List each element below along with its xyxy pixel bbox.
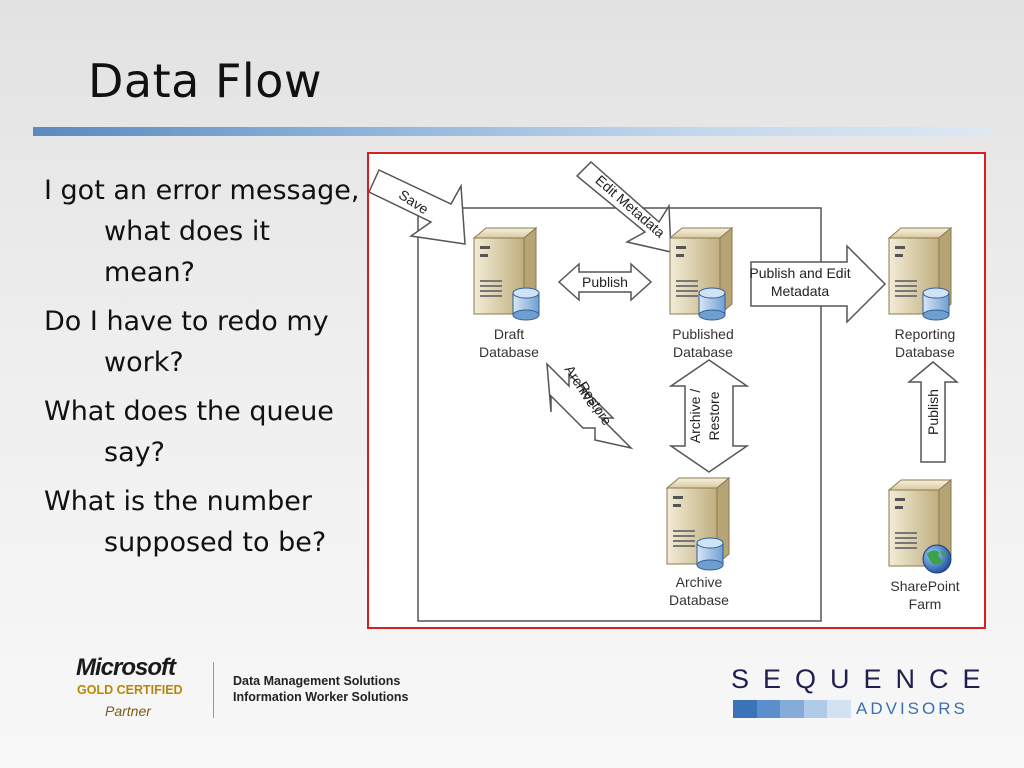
partner-label: Partner <box>105 703 151 719</box>
footer-divider <box>213 662 214 718</box>
solutions-text: Data Management Solutions Information Wo… <box>233 673 408 705</box>
globe-icon <box>922 544 952 574</box>
published-database-node: Published Database <box>669 227 734 360</box>
bullet-list: I got an error message, what does it mea… <box>44 170 364 571</box>
microsoft-logo: Microsoft <box>76 654 176 681</box>
bullet-item: What is the number supposed to be? <box>44 486 327 558</box>
solution-line: Data Management Solutions <box>233 674 401 688</box>
sequence-bar-segment <box>733 700 757 718</box>
archive-label-2: Database <box>669 592 729 608</box>
sharepoint-farm-node: SharePoint Farm <box>888 479 960 612</box>
publish-farm-label: Publish <box>925 389 941 435</box>
edit-metadata-label: Edit Metadata <box>592 172 668 241</box>
bullet-item: I got an error message, what does it mea… <box>44 175 360 288</box>
reporting-label-2: Database <box>895 344 955 360</box>
slide-title: Data Flow <box>88 54 322 108</box>
data-flow-diagram: Save Edit Metadata Publish Publish and E… <box>367 152 986 629</box>
archive-restore-diagonal-arrow: Archive / Restore <box>546 362 634 450</box>
archive-restore-vert-label-2: Restore <box>706 391 722 440</box>
sequence-logo-name: SEQUENCE <box>731 664 995 694</box>
publish-edit-label-2: Metadata <box>771 283 830 299</box>
sequence-bar-segment <box>780 700 804 718</box>
bullet-item: What does the queue say? <box>44 396 334 468</box>
publish-draft-label: Publish <box>582 274 628 290</box>
sharepoint-label-1: SharePoint <box>890 578 959 594</box>
sequence-logo-bar <box>733 700 851 718</box>
reporting-database-node: Reporting Database <box>888 227 956 360</box>
sequence-logo-advisors: ADVISORS <box>856 699 968 718</box>
sequence-bar-segment <box>756 700 781 718</box>
gold-certified-label: GOLD CERTIFIED <box>77 683 183 697</box>
archive-database-node: Archive Database <box>666 477 730 608</box>
edit-metadata-arrow: Edit Metadata <box>575 160 672 253</box>
archive-label-1: Archive <box>676 574 723 590</box>
publish-edit-label-1: Publish and Edit <box>749 265 850 281</box>
reporting-label-1: Reporting <box>895 326 956 342</box>
sequence-bar-segment <box>803 700 828 718</box>
draft-label-1: Draft <box>494 326 524 342</box>
publish-farm-arrow: Publish <box>906 361 960 463</box>
bullet-item: Do I have to redo my work? <box>44 306 329 378</box>
publish-draft-arrow: Publish <box>557 262 653 302</box>
draft-label-2: Database <box>479 344 539 360</box>
title-underline <box>33 127 990 136</box>
draft-database-node: Draft Database <box>473 227 540 360</box>
publish-edit-metadata-arrow: Publish and Edit Metadata <box>749 244 887 324</box>
solution-line: Information Worker Solutions <box>233 690 409 704</box>
archive-restore-vert-label-1: Archive / <box>687 389 703 444</box>
sharepoint-label-2: Farm <box>909 596 942 612</box>
archive-restore-vertical-arrow: Archive / Restore <box>668 359 750 473</box>
published-label-1: Published <box>672 326 734 342</box>
published-label-2: Database <box>673 344 733 360</box>
save-arrow: Save <box>369 168 466 245</box>
sequence-bar-segment <box>827 700 851 718</box>
